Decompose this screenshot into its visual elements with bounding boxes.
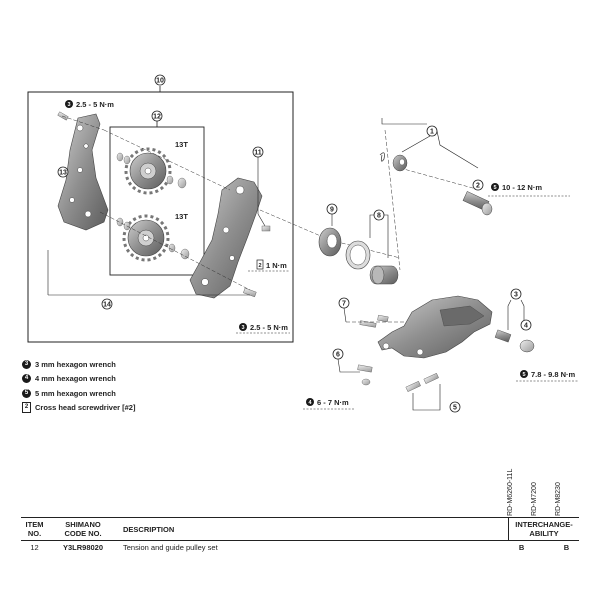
hex-wrench-icon: 3	[22, 359, 31, 369]
svg-text:5: 5	[453, 405, 457, 412]
legend-row-3mm: 3 3 mm hexagon wrench	[22, 357, 135, 372]
torque-bottom: 3 2.5 - 5 N·m	[236, 323, 290, 334]
callout-13: 13	[57, 166, 69, 178]
svg-text:6 - 7 N·m: 6 - 7 N·m	[317, 398, 349, 407]
hex-wrench-icon: 4	[22, 374, 31, 384]
callout-3: 3	[510, 288, 522, 300]
svg-text:6: 6	[336, 352, 340, 359]
callout-2: 2	[472, 179, 484, 191]
header-interchangeability: INTERCHANGE-ABILITY	[508, 518, 579, 540]
legend-row-4mm: 4 4 mm hexagon wrench	[22, 372, 135, 387]
axle-bolt-washer	[494, 329, 535, 353]
callout-1: 1	[381, 118, 479, 169]
model-header-3: RD-M8230	[555, 482, 562, 516]
header-description: DESCRIPTION	[123, 524, 175, 534]
svg-text:14: 14	[103, 302, 111, 309]
callout-14: 14	[101, 298, 113, 310]
mounting-bolt	[462, 191, 493, 216]
pulley-label-bottom: 13T	[175, 212, 188, 221]
row-code-no: Y3LR98020	[62, 543, 104, 552]
plate-screw-bottom	[243, 287, 257, 298]
svg-text:2.5 - 5 N·m: 2.5 - 5 N·m	[250, 323, 288, 332]
upper-guide-pulley	[124, 147, 172, 195]
svg-text:3: 3	[241, 325, 244, 331]
svg-text:4: 4	[524, 323, 528, 330]
svg-text:8: 8	[377, 213, 381, 220]
svg-text:4: 4	[308, 400, 312, 406]
callout-9: 9	[326, 203, 338, 215]
spring-clip	[379, 152, 385, 162]
hex-wrench-icon: 5	[22, 388, 31, 398]
clutch-spring	[369, 265, 399, 285]
svg-text:12: 12	[153, 114, 161, 121]
legend-text: 4 mm hexagon wrench	[35, 374, 116, 384]
svg-text:10: 10	[156, 78, 164, 85]
callout-12: 12	[151, 110, 163, 122]
row-description: Tension and guide pulley set	[123, 543, 218, 552]
svg-text:3: 3	[514, 292, 518, 299]
legend-text: 5 mm hexagon wrench	[35, 388, 116, 398]
plate-screw-11	[261, 225, 271, 232]
svg-text:7: 7	[342, 301, 346, 308]
svg-text:2.5 - 5 N·m: 2.5 - 5 N·m	[76, 100, 114, 109]
row-item-no: 12	[30, 543, 39, 552]
svg-text:3: 3	[67, 102, 70, 108]
limit-screws-5	[405, 372, 439, 392]
legend-text: 3 mm hexagon wrench	[35, 359, 116, 369]
svg-text:13: 13	[59, 170, 67, 177]
svg-text:5: 5	[522, 372, 525, 378]
legend-row-5mm: 5 5 mm hexagon wrench	[22, 386, 135, 401]
model-1-value: B	[518, 543, 525, 552]
svg-text:1: 1	[430, 129, 434, 136]
cage-assembly-frame	[27, 91, 294, 343]
adjust-screws-7	[359, 314, 389, 328]
callout-11: 11	[252, 146, 264, 158]
callout-4: 4	[520, 319, 532, 331]
callout-5: 5	[449, 401, 461, 413]
clutch-ring	[345, 240, 371, 270]
model-header-2: RD-M7200	[531, 482, 538, 516]
model-3-value: B	[563, 543, 570, 552]
torque-bolt: 5 10 - 12 N·m	[488, 183, 570, 197]
cable-fixing-bolt	[357, 364, 373, 386]
torque-1nm: 2 1 N·m	[248, 259, 290, 272]
pulley-washers	[116, 152, 190, 260]
outer-cage-plate	[57, 113, 109, 231]
cage-bushing	[318, 227, 342, 257]
legend-text: Cross head screwdriver [#2]	[35, 403, 136, 413]
b-link-bushing	[392, 154, 408, 172]
callout-10: 10	[154, 74, 166, 86]
legend-row-screwdriver: 2 Cross head screwdriver [#2]	[22, 401, 135, 416]
svg-text:5: 5	[493, 185, 496, 191]
model-header-1: RD-M6260-11L	[507, 468, 514, 516]
table-row: 12 Y3LR98020 Tension and guide pulley se…	[21, 541, 579, 554]
torque-top-left: 3 2.5 - 5 N·m	[65, 100, 114, 109]
torque-right: 5 7.8 - 9.8 N·m	[516, 370, 578, 382]
callout-6: 6	[332, 348, 344, 360]
svg-text:9: 9	[330, 207, 334, 214]
screwdriver-icon: 2	[22, 402, 31, 414]
torque-mid: 4 6 - 7 N·m	[303, 398, 355, 410]
callout-8: 8	[373, 209, 385, 221]
inner-cage-plate	[189, 177, 263, 299]
pulley-set-frame	[109, 126, 205, 276]
svg-text:2: 2	[476, 183, 480, 190]
tool-legend: 3 3 mm hexagon wrench 4 4 mm hexagon wre…	[22, 357, 135, 415]
derailleur-body	[377, 295, 493, 359]
cage-screw-top	[57, 111, 69, 121]
svg-text:7.8 - 9.8 N·m: 7.8 - 9.8 N·m	[531, 370, 576, 379]
pulley-label-top: 13T	[175, 140, 188, 149]
callout-7: 7	[338, 297, 350, 309]
svg-text:1 N·m: 1 N·m	[266, 261, 287, 270]
lower-tension-pulley	[122, 214, 170, 262]
svg-text:2: 2	[258, 263, 261, 269]
svg-text:10 - 12 N·m: 10 - 12 N·m	[502, 183, 542, 192]
svg-text:11: 11	[254, 150, 262, 157]
row-interchangeability: B B	[509, 543, 579, 552]
